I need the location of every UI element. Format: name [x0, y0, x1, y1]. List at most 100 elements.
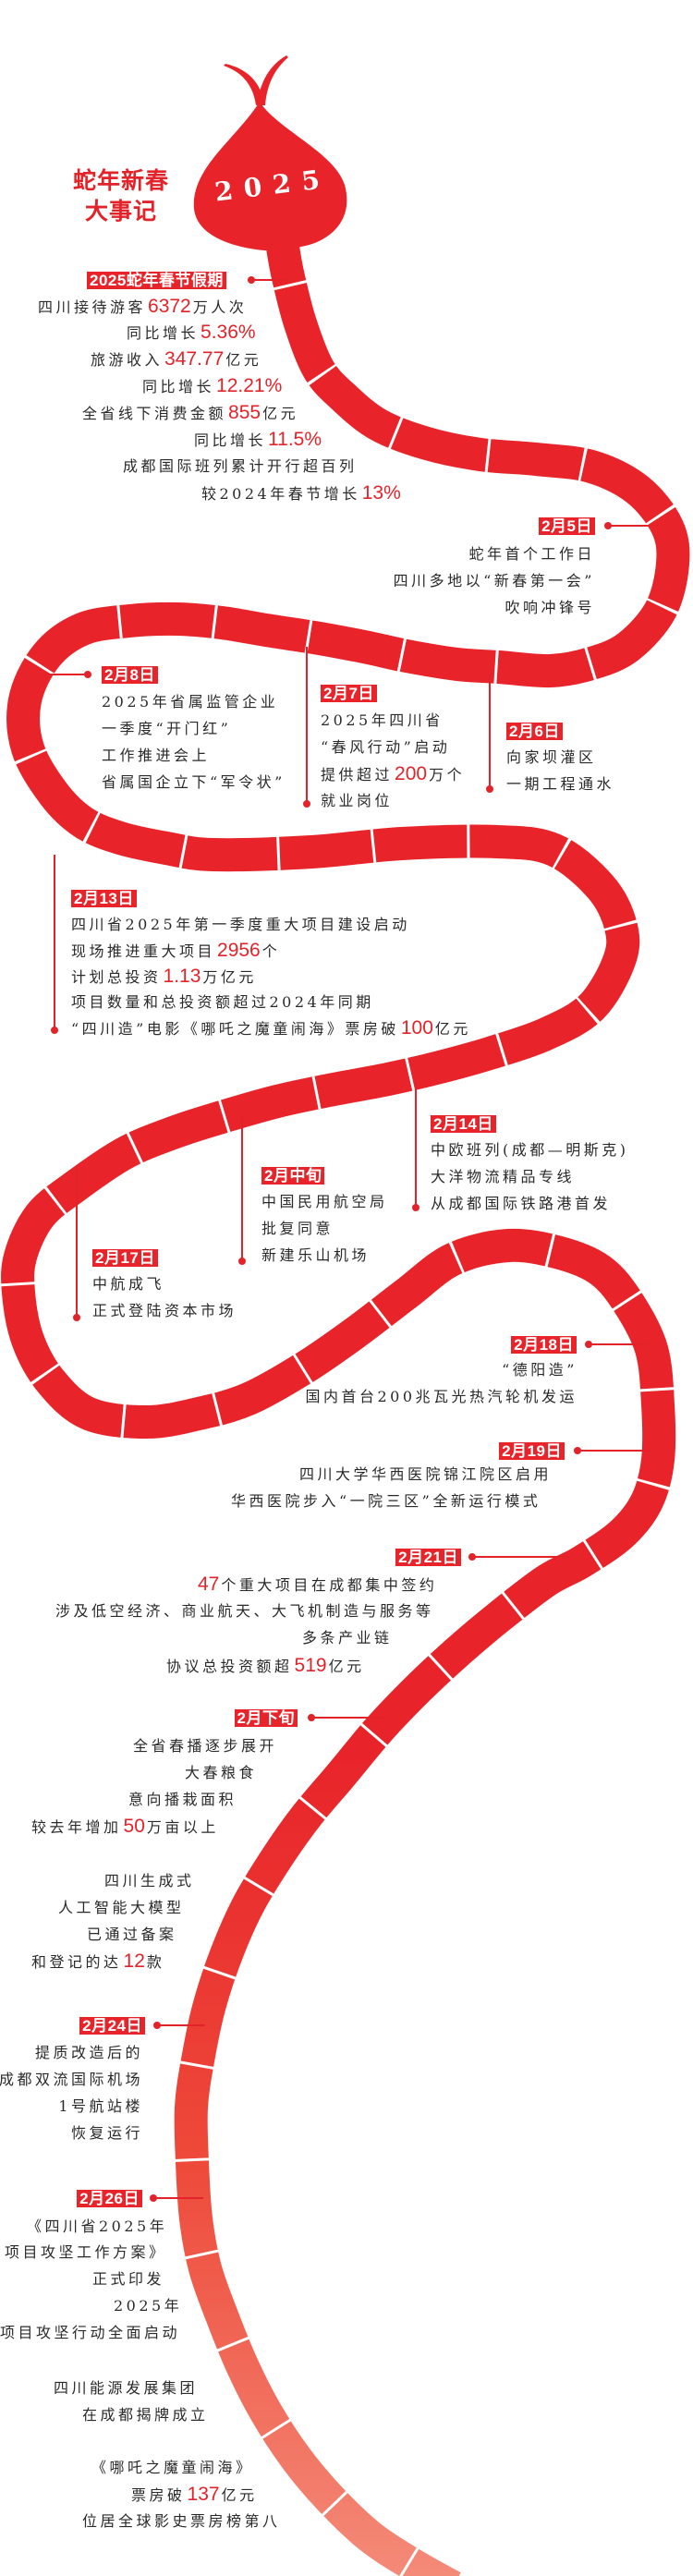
date-badge: 2月13日 — [71, 890, 137, 907]
event-text-line: 正式印发 — [92, 2269, 164, 2290]
highlight-number: 519 — [294, 1655, 327, 1676]
text-segment: 四川能源发展集团 — [54, 2379, 199, 2397]
highlight-number: 2956 — [217, 940, 261, 961]
connector-line — [54, 855, 55, 1030]
date-badge: 2月17日 — [92, 1249, 158, 1267]
event-text-line: 省属国企立下“军令状” — [102, 772, 286, 793]
connector-dot — [73, 1314, 80, 1321]
text-segment: 工作推进会上 — [102, 747, 211, 764]
snake-body — [1, 244, 690, 2576]
highlight-number: 855 — [228, 402, 261, 423]
date-badge: 2月下旬 — [234, 1709, 298, 1727]
connector-line — [241, 1113, 243, 1261]
text-segment: 亿元 — [225, 351, 262, 369]
text-segment: 万个 — [429, 766, 466, 784]
text-segment: 万亿元 — [202, 968, 257, 986]
highlight-number: 50 — [123, 1816, 145, 1837]
event-text-line: 吹响冲锋号 — [505, 598, 595, 618]
event-text-line: 《哪吒之魔童闹海》 — [91, 2458, 254, 2478]
date-badge: 2月21日 — [395, 1549, 461, 1566]
connector-dot — [153, 2022, 161, 2029]
text-segment: 和登记的达 — [31, 1953, 122, 1971]
date-badge: 2月26日 — [77, 2190, 142, 2207]
text-segment: 大春粮食 — [185, 1764, 258, 1781]
event-text-line: 2025年四川省 — [321, 711, 444, 731]
text-segment: 款 — [146, 1953, 165, 1971]
text-segment: 在成都揭牌成立 — [82, 2406, 209, 2424]
text-segment: 《哪吒之魔童闹海》 — [91, 2459, 254, 2476]
text-segment: 四川生成式 — [104, 1872, 195, 1889]
event-text-line: 项目攻坚工作方案》 — [5, 2242, 167, 2263]
date-badge: 2月19日 — [499, 1442, 565, 1460]
text-segment: 旅游收入 — [91, 351, 164, 369]
text-segment: 中航成飞 — [92, 1275, 165, 1293]
text-segment: 位居全球影史票房榜第八 — [82, 2512, 281, 2530]
event-text-line: 成都双流国际机场 — [0, 2070, 143, 2090]
highlight-number: 1.13 — [163, 966, 201, 987]
text-segment: “四川造”电影《哪吒之魔童闹海》票房破 — [71, 1020, 399, 1038]
connector-dot — [303, 800, 310, 808]
text-segment: 就业岗位 — [321, 792, 394, 809]
connector-dot — [238, 1258, 246, 1265]
event-text-line: 工作推进会上 — [102, 746, 210, 766]
event-text-line: 四川能源发展集团 — [54, 2378, 198, 2399]
event-text-line: 意向播栽面积 — [128, 1790, 237, 1810]
connector-line — [153, 2197, 203, 2199]
connector-line — [311, 1717, 388, 1719]
event-text-line: 多条产业链 — [302, 1628, 393, 1648]
text-segment: 1号航站楼 — [58, 2097, 143, 2115]
connector-line — [42, 674, 88, 675]
connector-dot — [585, 1341, 592, 1348]
event-text-line: 批复同意 — [261, 1219, 334, 1239]
text-segment: 项目攻坚行动全面启动 — [0, 2324, 181, 2341]
event-text-line: 中欧班列(成都—明斯克) — [431, 1140, 629, 1160]
connector-dot — [248, 276, 255, 284]
event-text-line: 一季度“开门红” — [102, 719, 231, 739]
event-text-line: 提质改造后的 — [35, 2043, 143, 2063]
connector-dot — [468, 1553, 476, 1561]
event-text-line: 大春粮食 — [185, 1763, 257, 1783]
connector-line — [472, 1556, 573, 1558]
title-line-2: 大事记 — [85, 198, 158, 225]
text-segment: 个 — [261, 942, 281, 960]
connector-dot — [604, 522, 612, 529]
text-segment: 蛇年首个工作日 — [468, 545, 595, 563]
text-segment: 提供超过 — [321, 766, 394, 784]
text-segment: 同比增长 — [194, 431, 267, 449]
event-text-line: 大洋物流精品专线 — [431, 1167, 575, 1187]
connector-line — [248, 279, 288, 281]
event-text-line: 四川生成式 — [104, 1871, 195, 1891]
event-text-line: 国内首台200兆瓦光热汽轮机发运 — [305, 1387, 578, 1407]
text-segment: 现场推进重大项目 — [71, 942, 216, 960]
text-segment: 四川接待游客 — [38, 298, 147, 316]
text-segment: 《四川省2025年 — [27, 2218, 168, 2235]
text-segment: 正式登陆资本市场 — [92, 1302, 237, 1319]
event-text-line: 就业岗位 — [321, 791, 393, 811]
event-text-line: 一期工程通水 — [506, 774, 614, 795]
text-segment: 票房破 — [131, 2486, 186, 2504]
event-text-line: 项目数量和总投资额超过2024年同期 — [71, 992, 374, 1013]
text-segment: 协议总投资额超 — [166, 1658, 293, 1675]
text-segment: 2025年 — [114, 2297, 183, 2315]
text-segment: 中欧班列(成都—明斯克) — [431, 1141, 629, 1159]
event-text-line: 较2024年春节增长13% — [201, 483, 403, 504]
event-text-line: 从成都国际铁路港首发 — [431, 1194, 611, 1214]
connector-dot — [412, 1204, 419, 1211]
text-segment: 万人次 — [192, 298, 248, 316]
connector-dot — [51, 1027, 58, 1034]
date-badge: 2025蛇年春节假期 — [87, 272, 226, 289]
text-segment: 计划总投资 — [71, 968, 162, 986]
event-text-line: 中航成飞 — [92, 1274, 164, 1294]
connector-line — [157, 2024, 205, 2026]
text-segment: 中国民用航空局 — [261, 1193, 388, 1210]
event-text-line: 华西医院步入“一院三区”全新运行模式 — [231, 1491, 541, 1512]
highlight-number: 347.77 — [164, 348, 225, 370]
